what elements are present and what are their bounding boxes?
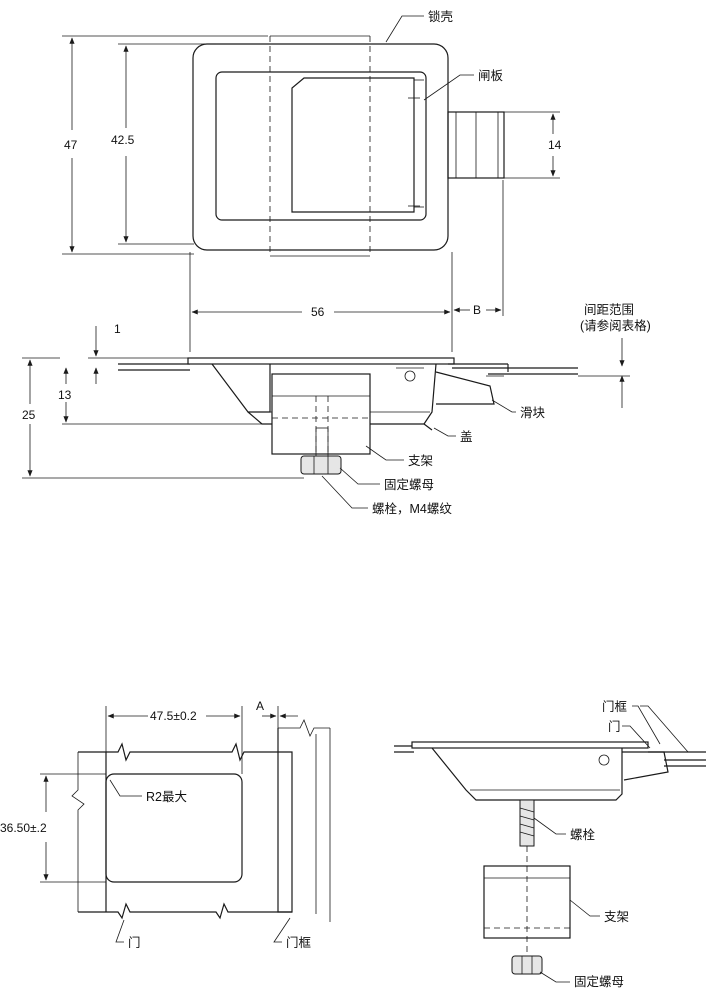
- label-slider: 滑块: [520, 406, 546, 420]
- dim-cutout-height: 36.50±.2: [0, 821, 47, 835]
- label-bracket: 支架: [408, 454, 433, 468]
- front-view: 1 13 25 间距范围 (请参阅表格) 滑块 盖 支架 固定螺母 螺栓，M4螺…: [22, 303, 651, 516]
- side-flange: [411, 741, 649, 749]
- label-see-table: (请参阅表格): [580, 318, 651, 333]
- bracket: [271, 373, 371, 455]
- dim-25: 25: [22, 408, 36, 422]
- dim-a: A: [256, 699, 264, 713]
- flange: [187, 357, 455, 365]
- dim-13: 13: [58, 388, 72, 402]
- top-view: 47 42.5 14 56 B 锁壳 闸板: [62, 9, 562, 352]
- dim-47: 47: [64, 138, 78, 152]
- retaining-nut: [300, 455, 342, 475]
- dim-56: 56: [311, 305, 325, 319]
- dim-cutout-width: 47.5±0.2: [150, 709, 197, 723]
- dim-42-5: 42.5: [111, 133, 135, 147]
- slider-side: [435, 371, 495, 405]
- door-panel: [78, 742, 293, 920]
- label-radius: R2最大: [146, 790, 187, 804]
- dim-1: 1: [114, 322, 121, 336]
- door-frame: [277, 728, 292, 913]
- label-door: 门: [128, 935, 141, 950]
- dim-14: 14: [548, 138, 562, 152]
- lock-shell-outline: [192, 43, 449, 251]
- screw-hole: [404, 370, 416, 382]
- label-latch-plate: 闸板: [478, 69, 504, 83]
- lock-shell-inner: [215, 71, 427, 221]
- label-cover: 盖: [460, 430, 473, 444]
- cutout-view: 47.5±0.2 A 36.50±.2 R2最大 门 门框: [0, 699, 331, 950]
- side-housing: [431, 747, 623, 801]
- side-nut: [511, 955, 543, 975]
- label-side-door: 门: [608, 719, 621, 734]
- label-bolt-m4: 螺栓，M4螺纹: [372, 501, 452, 516]
- label-door-frame: 门框: [286, 935, 312, 950]
- side-bolt: [519, 799, 535, 847]
- latch-plate: [291, 77, 415, 213]
- label-side-nut: 固定螺母: [574, 974, 624, 988]
- side-view: 门框 门 螺栓 支架 固定螺母: [394, 699, 706, 988]
- label-lock-shell: 锁壳: [428, 9, 453, 24]
- dim-b: B: [473, 303, 481, 317]
- label-retaining-nut: 固定螺母: [384, 477, 434, 492]
- label-side-bracket: 支架: [604, 910, 629, 924]
- cutout-opening: [105, 773, 243, 883]
- label-spacing-range: 间距范围: [584, 303, 634, 317]
- label-side-door-frame: 门框: [602, 699, 628, 714]
- label-side-bolt: 螺栓: [570, 827, 596, 842]
